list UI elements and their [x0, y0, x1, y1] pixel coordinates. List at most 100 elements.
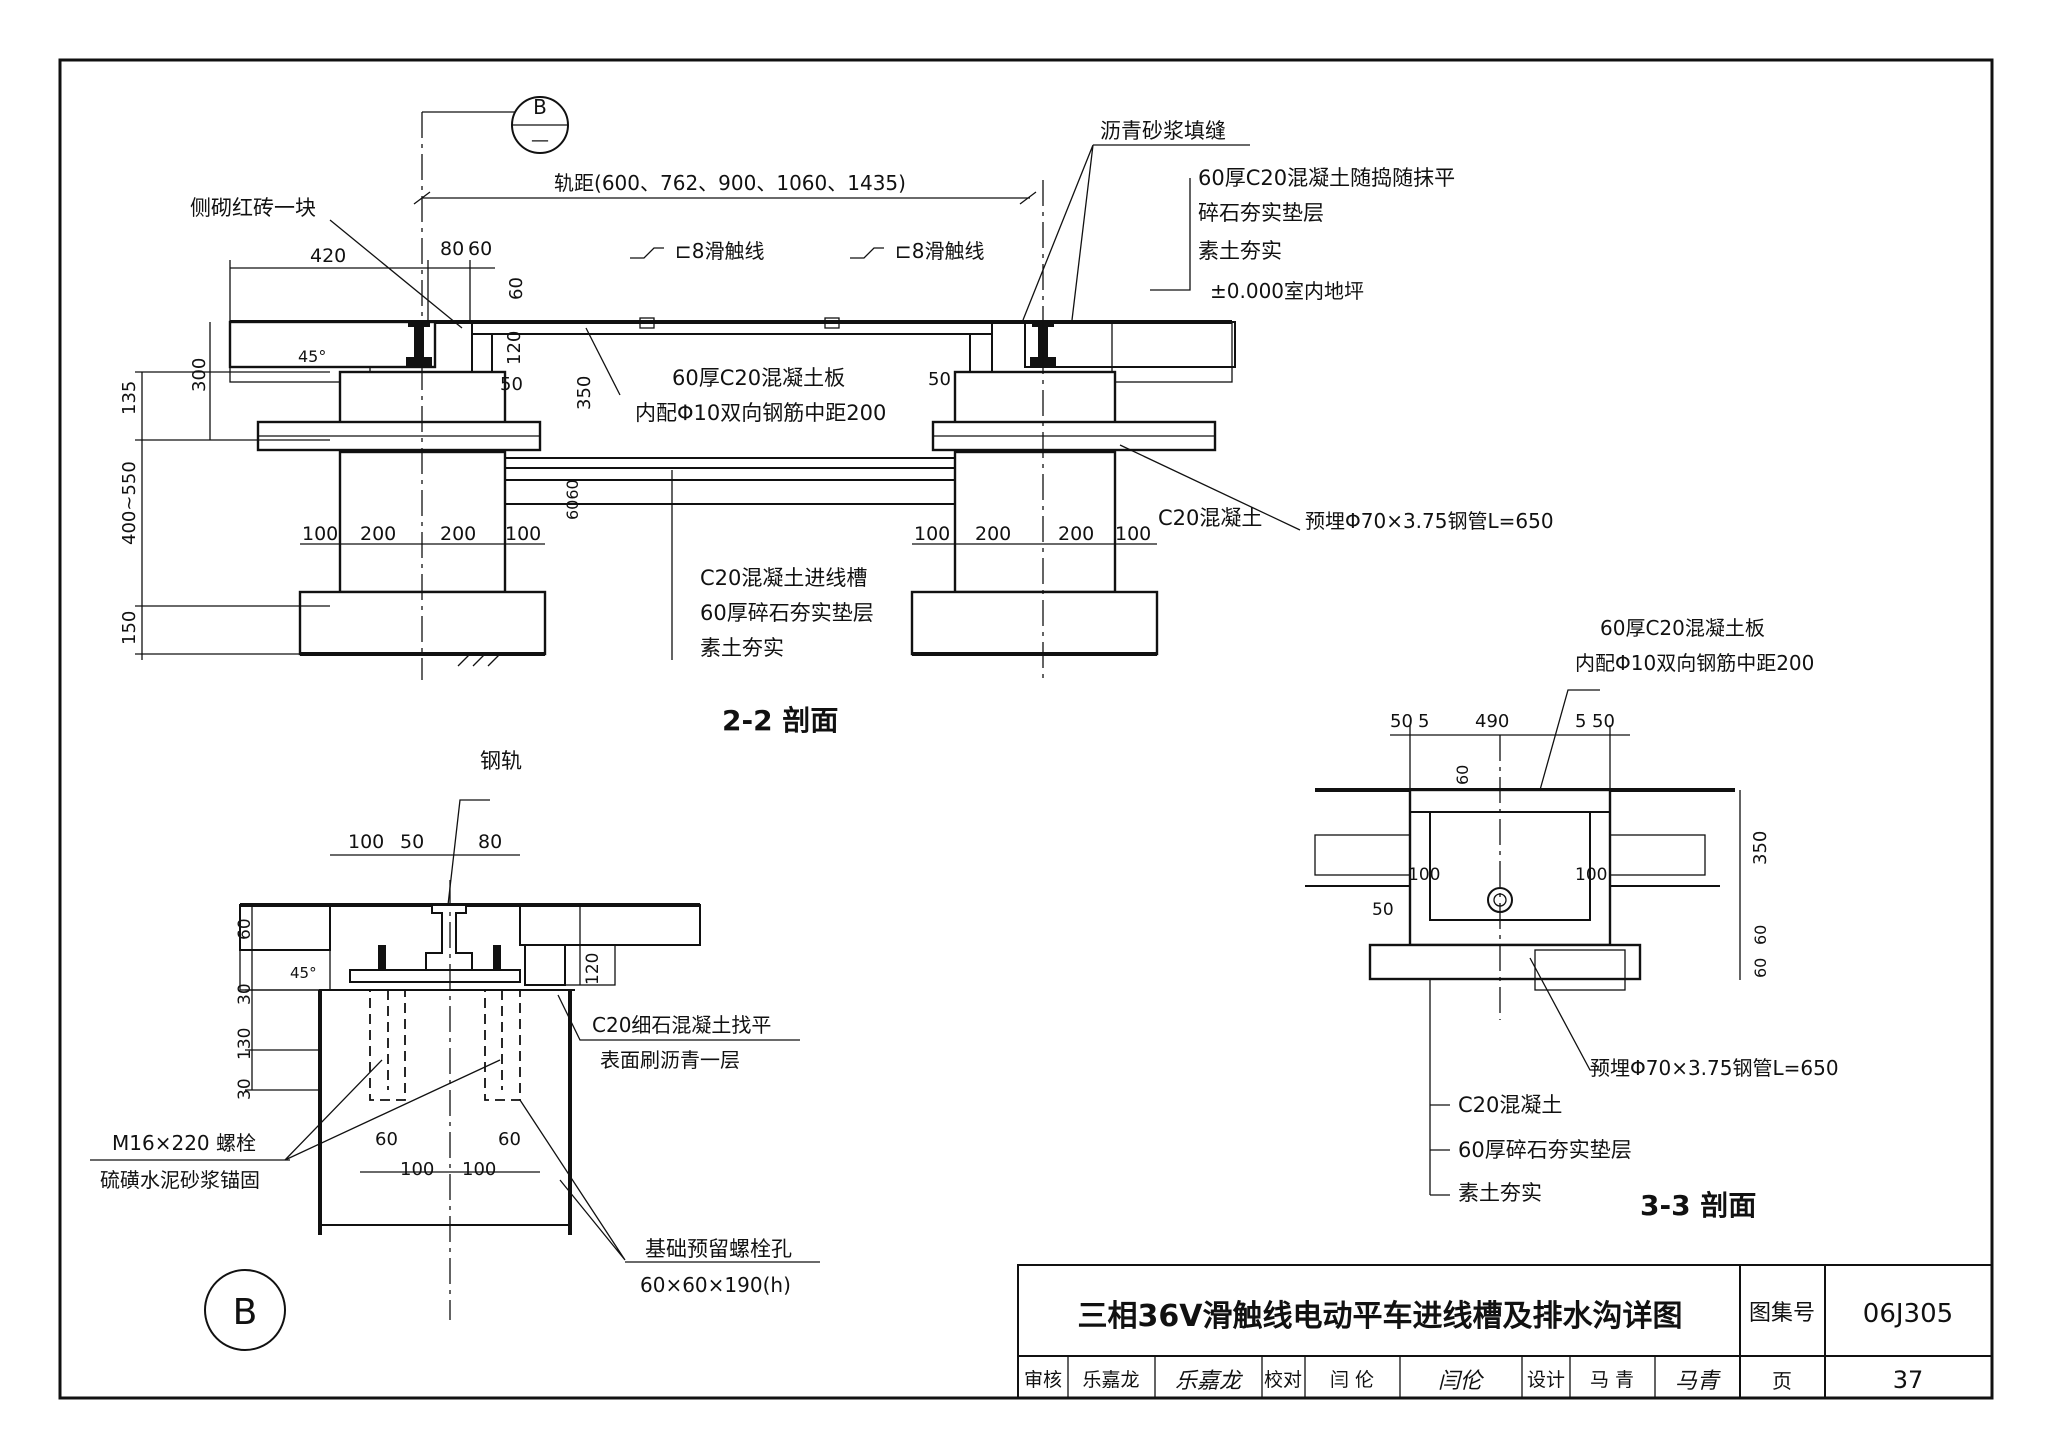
- right-top-slab: [1024, 321, 1236, 368]
- designer-signature: 马青: [1675, 1369, 1721, 1394]
- trench-note-3: 素土夯实: [700, 636, 784, 660]
- dim-lb-100a: 100: [302, 523, 338, 545]
- detail-b-letter: B: [233, 1292, 258, 1333]
- s33-dim-60b: 60: [1751, 958, 1770, 978]
- s33-note-concrete: C20混凝土: [1458, 1093, 1562, 1117]
- dim-lb-100b: 100: [505, 523, 541, 545]
- detail-ref-sub: —: [531, 130, 549, 151]
- right-foundation-column: [953, 450, 1117, 594]
- trench-note-2: 60厚碎石夯实垫层: [700, 601, 874, 625]
- title-block: [1017, 1264, 1993, 1399]
- section-3-3-title: 3-3 剖面: [1640, 1189, 1756, 1222]
- dim-lb-200a: 200: [360, 523, 396, 545]
- detail-b-45deg: 45°: [290, 964, 317, 982]
- concrete-note: C20混凝土: [1158, 506, 1262, 530]
- dim-v350: 350: [574, 376, 595, 410]
- s33-pipe-note: 预埋Φ70×3.75钢管L=650: [1590, 1056, 1839, 1080]
- dim-v6060: 6060: [563, 479, 582, 520]
- s33-dim-490: 490: [1475, 711, 1509, 732]
- section-2-2-title: 2-2 剖面: [722, 704, 838, 737]
- reviewer-name: 乐嘉龙: [1082, 1369, 1139, 1391]
- dim-80: 80: [440, 238, 464, 260]
- dim-v50b: 50: [928, 369, 951, 390]
- dim-420: 420: [310, 245, 346, 267]
- rail-left: [406, 322, 432, 367]
- detail-b-bolt-note-2: 硫磺水泥砂浆锚固: [100, 1168, 260, 1192]
- detail-b-dim-v120: 120: [583, 953, 603, 985]
- asphalt-joint-note: 沥青砂浆填缝: [1100, 119, 1226, 143]
- detail-b-base-plate: [349, 969, 521, 983]
- dim-45deg: 45°: [298, 347, 326, 366]
- section-3-3: [1305, 689, 1741, 1196]
- atlas-label: 图集号: [1749, 1301, 1815, 1326]
- s33-dim-350: 350: [1750, 831, 1771, 865]
- checker-signature: 闫伦: [1438, 1369, 1485, 1394]
- dim-v400-550: 400~550: [119, 461, 140, 545]
- detail-b-dim-v130: 130: [235, 1028, 255, 1060]
- dim-60: 60: [468, 238, 492, 260]
- detail-b-rail-label: 钢轨: [480, 749, 522, 773]
- dim-rb-200b: 200: [1058, 523, 1094, 545]
- trench-bottom: [504, 457, 956, 469]
- slab-note-2: 内配Φ10双向钢筋中距200: [635, 401, 886, 425]
- designer-name: 马 青: [1590, 1369, 1634, 1391]
- s33-dim-100-right: 100: [1575, 865, 1607, 885]
- dim-v60: 60: [506, 277, 527, 300]
- detail-b-dim-80: 80: [478, 831, 502, 853]
- reviewer-signature: 乐嘉龙: [1175, 1369, 1244, 1394]
- left-top-slab: [228, 320, 437, 369]
- page-label: 页: [1772, 1369, 1792, 1393]
- detail-ref-letter: B: [533, 95, 547, 119]
- layer-note-3: 素土夯实: [1198, 239, 1282, 263]
- gauge-dim: 轨距(600、762、900、1060、1435): [554, 171, 906, 195]
- detail-b-dim-100: 100: [348, 831, 384, 853]
- section-2-2: [135, 96, 1301, 680]
- dim-v300: 300: [189, 358, 210, 392]
- detail-b: [90, 799, 820, 1351]
- dim-rb-200a: 200: [975, 523, 1011, 545]
- s33-dim-50b: 50: [1592, 711, 1615, 732]
- section-3-3-labels: 60厚C20混凝土板 内配Φ10双向钢筋中距200 50 5 490 5 50 …: [1372, 616, 1839, 1222]
- floor-level: ±0.000室内地坪: [1210, 279, 1364, 303]
- s33-slab-note-1: 60厚C20混凝土板: [1600, 616, 1765, 640]
- slab-note-1: 60厚C20混凝土板: [672, 366, 845, 390]
- cover-slab: [471, 321, 993, 335]
- section-2-2-labels: B — 轨距(600、762、900、1060、1435) 侧砌红砖一块 沥青砂…: [119, 95, 1554, 737]
- detail-b-hole-note-2: 60×60×190(h): [640, 1273, 791, 1297]
- layer-note-1: 60厚C20混凝土随捣随抹平: [1198, 166, 1455, 190]
- detail-b-slab-right: [519, 904, 701, 946]
- detail-b-grout-note-2: 表面刷沥青一层: [600, 1048, 740, 1072]
- dim-v150: 150: [119, 611, 140, 645]
- dim-lb-200b: 200: [440, 523, 476, 545]
- check-label: 校对: [1264, 1369, 1302, 1391]
- s33-dim-60a: 60: [1751, 925, 1770, 945]
- detail-b-grout-note-1: C20细石混凝土找平: [592, 1013, 771, 1037]
- detail-b-dim-v30b: 30: [235, 1078, 255, 1100]
- detail-b-bolt-note-1: M16×220 螺栓: [112, 1131, 256, 1155]
- s33-dim-50a: 50: [1390, 711, 1413, 732]
- detail-b-dim-v60: 60: [235, 918, 255, 940]
- dim-v50a: 50: [500, 374, 523, 395]
- trolley-line-right: ⊏8滑触线: [895, 239, 984, 263]
- atlas-number: 06J305: [1863, 1299, 1953, 1329]
- s33-note-soil: 素土夯实: [1458, 1181, 1542, 1205]
- s33-dim-100-left: 100: [1408, 865, 1440, 885]
- detail-b-dim-50: 50: [400, 831, 424, 853]
- s33-dim-50: 50: [1372, 900, 1394, 920]
- design-label: 设计: [1527, 1369, 1565, 1391]
- detail-b-dim-100b: 100: [462, 1159, 496, 1180]
- review-label: 审核: [1024, 1369, 1062, 1391]
- detail-b-hole-note-1: 基础预留螺栓孔: [645, 1237, 792, 1261]
- drawing-title: 三相36V滑触线电动平车进线槽及排水沟详图: [1078, 1299, 1683, 1334]
- detail-b-dim-60b: 60: [498, 1129, 521, 1150]
- dim-rb-100a: 100: [914, 523, 950, 545]
- dim-rb-100b: 100: [1115, 523, 1151, 545]
- rail-right: [1030, 322, 1056, 367]
- s33-note-gravel: 60厚碎石夯实垫层: [1458, 1138, 1632, 1162]
- s33-dim-5a: 5: [1418, 711, 1429, 732]
- channel-base: [1368, 943, 1642, 981]
- detail-b-dim-100a: 100: [400, 1159, 434, 1180]
- trench-note-1: C20混凝土进线槽: [700, 566, 867, 590]
- channel-cover: [1409, 789, 1611, 813]
